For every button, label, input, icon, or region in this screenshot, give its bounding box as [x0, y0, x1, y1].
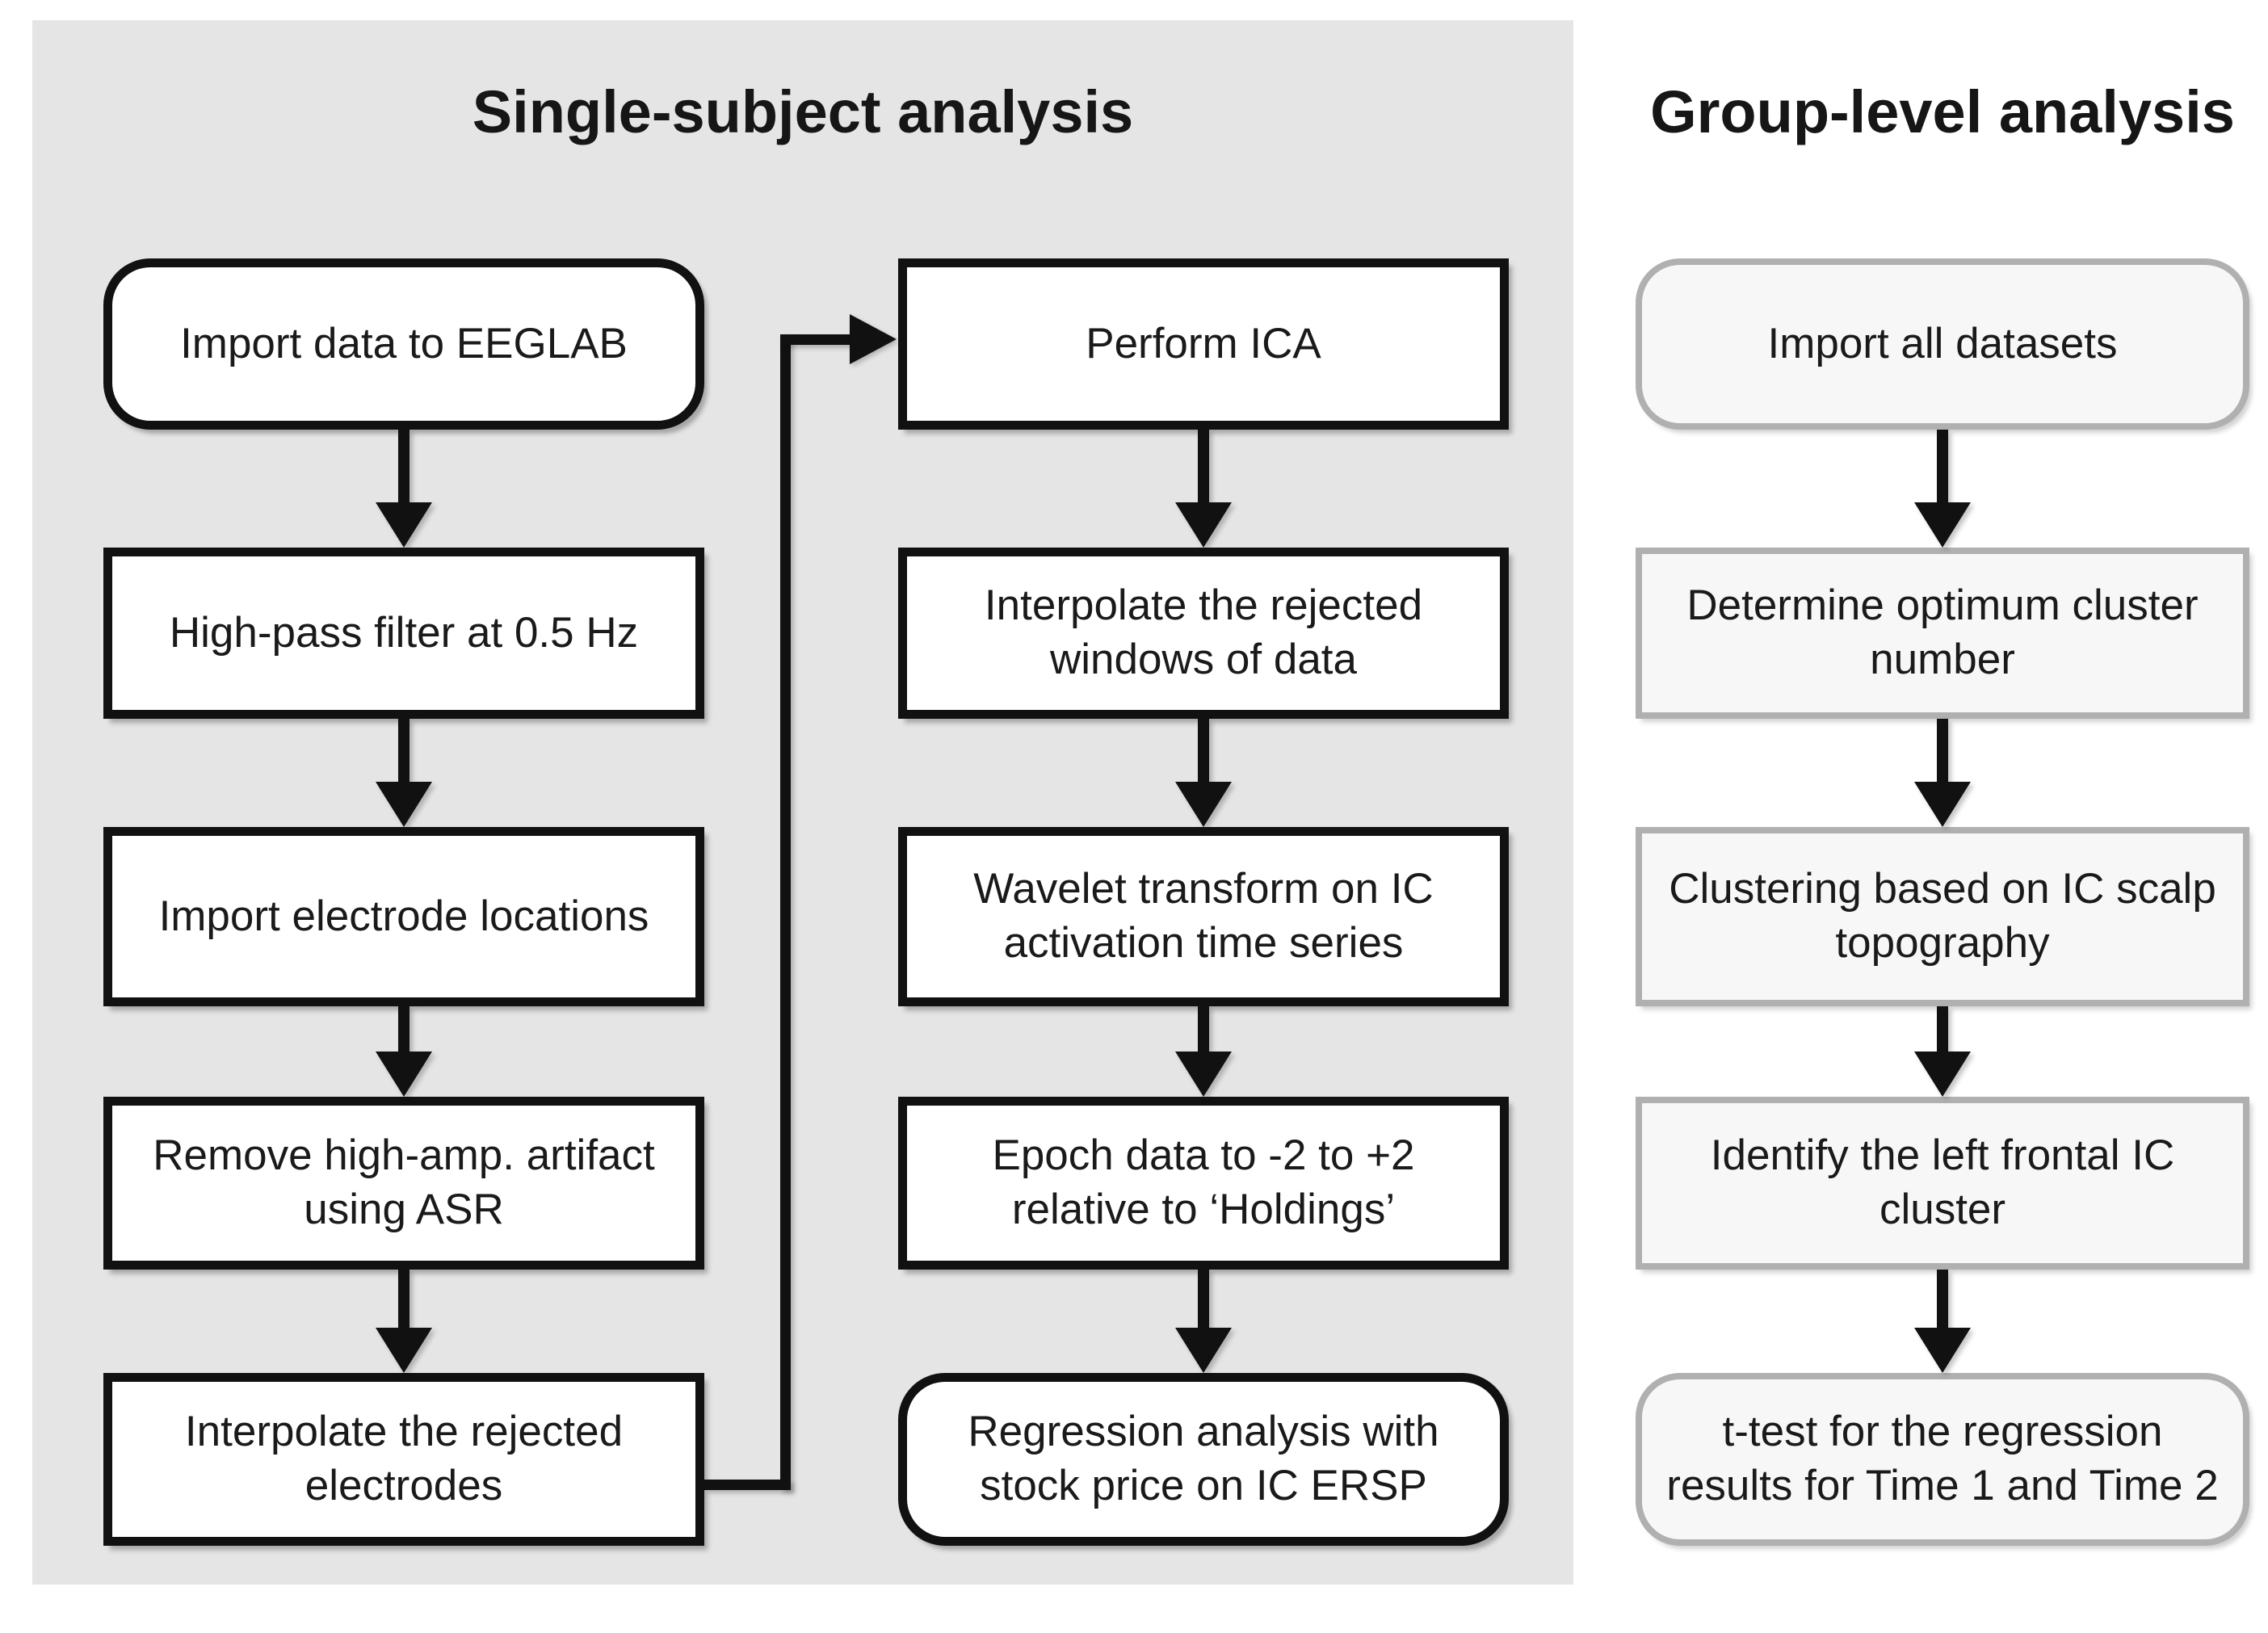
- step-identify-left-frontal-cluster: Identify the left frontal IC cluster: [1636, 1097, 2249, 1270]
- down-arrow: [376, 430, 432, 548]
- arrow-head-icon: [376, 502, 432, 548]
- elbow-connector-vertical: [780, 334, 791, 1490]
- step-highpass-filter: High-pass filter at 0.5 Hz: [103, 548, 704, 719]
- arrow-head-icon: [1175, 782, 1232, 827]
- arrow-stem: [398, 430, 410, 506]
- arrow-head-icon: [1914, 1052, 1971, 1097]
- arrow-head-icon: [1175, 1052, 1232, 1097]
- group-level-title: Group-level analysis: [1650, 78, 2235, 145]
- step-perform-ica: Perform ICA: [898, 258, 1509, 430]
- arrow-head-icon: [1914, 1328, 1971, 1373]
- arrow-stem: [1937, 719, 1948, 785]
- step-remove-artifact-asr: Remove high-amp. artifact using ASR: [103, 1097, 704, 1270]
- step-import-all-datasets: Import all datasets: [1636, 258, 2249, 430]
- down-arrow: [1175, 430, 1232, 548]
- step-determine-cluster-number: Determine optimum cluster number: [1636, 548, 2249, 719]
- down-arrow: [1175, 1270, 1232, 1373]
- down-arrow: [1914, 430, 1971, 548]
- arrow-head-icon: [376, 782, 432, 827]
- step-epoch-data: Epoch data to -2 to +2 relative to ‘Hold…: [898, 1097, 1509, 1270]
- arrow-head-icon: [376, 1328, 432, 1373]
- arrow-stem: [1198, 719, 1209, 785]
- step-interpolate-windows: Interpolate the rejected windows of data: [898, 548, 1509, 719]
- arrow-stem: [398, 719, 410, 785]
- arrow-stem: [1937, 430, 1948, 506]
- down-arrow: [1914, 719, 1971, 827]
- down-arrow: [376, 1006, 432, 1097]
- arrow-head-icon: [376, 1052, 432, 1097]
- step-import-electrode-locations: Import electrode locations: [103, 827, 704, 1006]
- single-subject-panel: [32, 20, 1573, 1585]
- arrow-stem: [1198, 1006, 1209, 1055]
- arrow-head-icon: [1914, 782, 1971, 827]
- down-arrow: [1175, 1006, 1232, 1097]
- arrow-head-right-icon: [850, 314, 897, 364]
- arrow-stem: [1937, 1006, 1948, 1055]
- arrow-head-icon: [1175, 502, 1232, 548]
- down-arrow: [1914, 1006, 1971, 1097]
- elbow-connector-bottom: [704, 1480, 791, 1490]
- single-subject-title: Single-subject analysis: [472, 78, 1134, 145]
- step-wavelet-transform: Wavelet transform on IC activation time …: [898, 827, 1509, 1006]
- arrow-stem: [1198, 1270, 1209, 1331]
- step-regression-analysis: Regression analysis with stock price on …: [898, 1373, 1509, 1546]
- step-clustering-topography: Clustering based on IC scalp topography: [1636, 827, 2249, 1006]
- step-import-data-to-eeglab: Import data to EEGLAB: [103, 258, 704, 430]
- elbow-connector-top: [780, 334, 855, 345]
- arrow-stem: [398, 1270, 410, 1331]
- arrow-stem: [1937, 1270, 1948, 1331]
- arrow-head-icon: [1175, 1328, 1232, 1373]
- arrow-stem: [398, 1006, 410, 1055]
- step-ttest-regression: t-test for the regression results for Ti…: [1636, 1373, 2249, 1546]
- arrow-stem: [1198, 430, 1209, 506]
- down-arrow: [376, 1270, 432, 1373]
- down-arrow: [1914, 1270, 1971, 1373]
- down-arrow: [1175, 719, 1232, 827]
- arrow-head-icon: [1914, 502, 1971, 548]
- down-arrow: [376, 719, 432, 827]
- step-interpolate-electrodes: Interpolate the rejected electrodes: [103, 1373, 704, 1546]
